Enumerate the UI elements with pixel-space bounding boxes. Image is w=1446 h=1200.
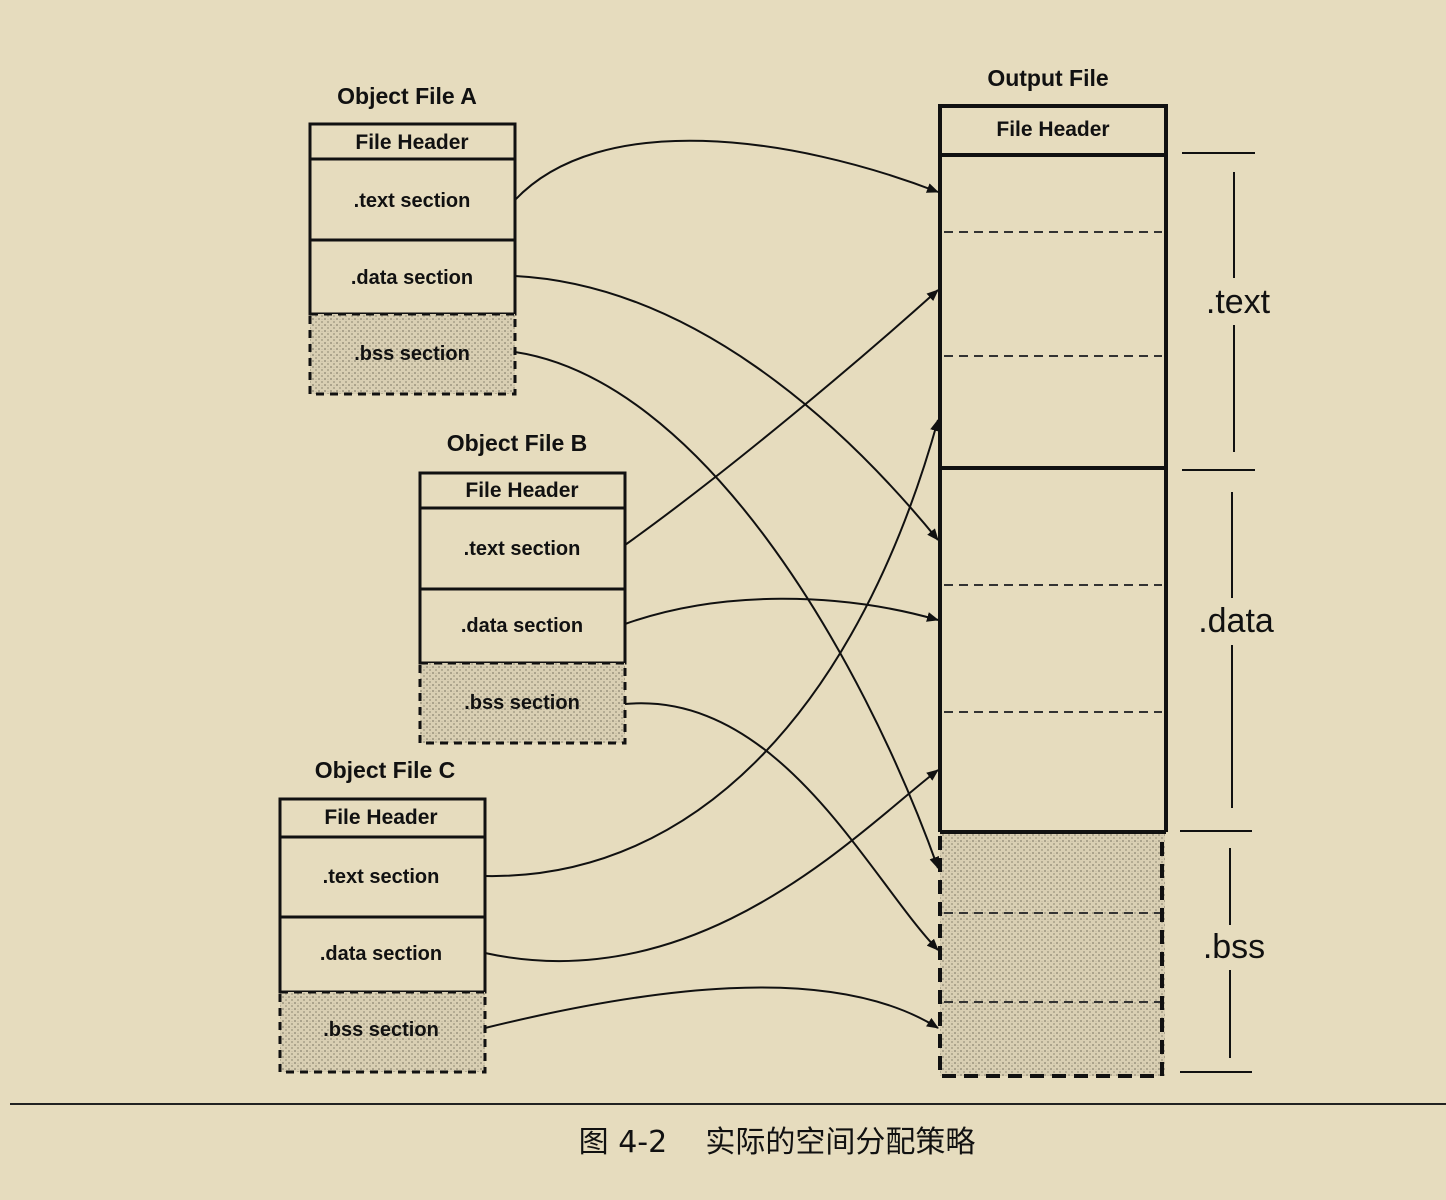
object-file-c-text-section: .text section [323, 866, 440, 888]
segment-label-text: .text [1206, 283, 1271, 321]
object-file-b-header: File Header [465, 479, 578, 502]
object-file-c-header: File Header [324, 806, 437, 829]
segment-label-data: .data [1198, 602, 1274, 640]
segment-brackets [1180, 152, 1255, 1073]
object-file-a-header: File Header [355, 131, 468, 154]
object-file-a-title: Object File A [337, 83, 477, 109]
object-file-a-text-section: .text section [354, 190, 471, 212]
arrow-c-bss [484, 986, 939, 1029]
object-file-c-bss-section: .bss section [323, 1019, 439, 1041]
segment-label-bss: .bss [1203, 928, 1265, 966]
object-file-a-bss-box [308, 312, 517, 396]
arrow-b-text [624, 289, 939, 546]
object-file-a-bss-section: .bss section [354, 343, 470, 365]
object-file-c-bss-box [278, 990, 487, 1074]
output-file-title: Output File [987, 65, 1108, 91]
object-file-c-title: Object File C [315, 757, 456, 783]
output-bss-outline [938, 836, 1164, 1078]
object-file-a: Object File A File Header .text section … [308, 83, 517, 396]
arrow-a-bss [514, 351, 939, 869]
output-bss-region [940, 832, 1165, 1076]
mapping-arrows [484, 139, 940, 1029]
arrow-a-data [514, 275, 939, 541]
object-file-a-data-section: .data section [351, 267, 473, 289]
arrow-c-data [484, 769, 939, 963]
figure-caption: 图 4-2 实际的空间分配策略 [579, 1125, 976, 1160]
object-file-b-text-section: .text section [464, 538, 581, 560]
object-file-b-bss-section: .bss section [464, 692, 580, 714]
object-file-c-data-section: .data section [320, 943, 442, 965]
arrow-c-text [484, 419, 940, 878]
arrow-a-text [514, 139, 939, 201]
object-file-b-data-section: .data section [461, 615, 583, 637]
output-file: Output File File Header [938, 65, 1168, 1078]
object-file-c: Object File C File Header .text section … [278, 757, 487, 1074]
object-file-b: Object File B File Header .text section … [418, 430, 627, 745]
arrow-b-bss [624, 702, 939, 951]
object-file-b-title: Object File B [447, 430, 588, 456]
arrow-b-data [624, 597, 939, 625]
output-file-header: File Header [996, 118, 1109, 141]
